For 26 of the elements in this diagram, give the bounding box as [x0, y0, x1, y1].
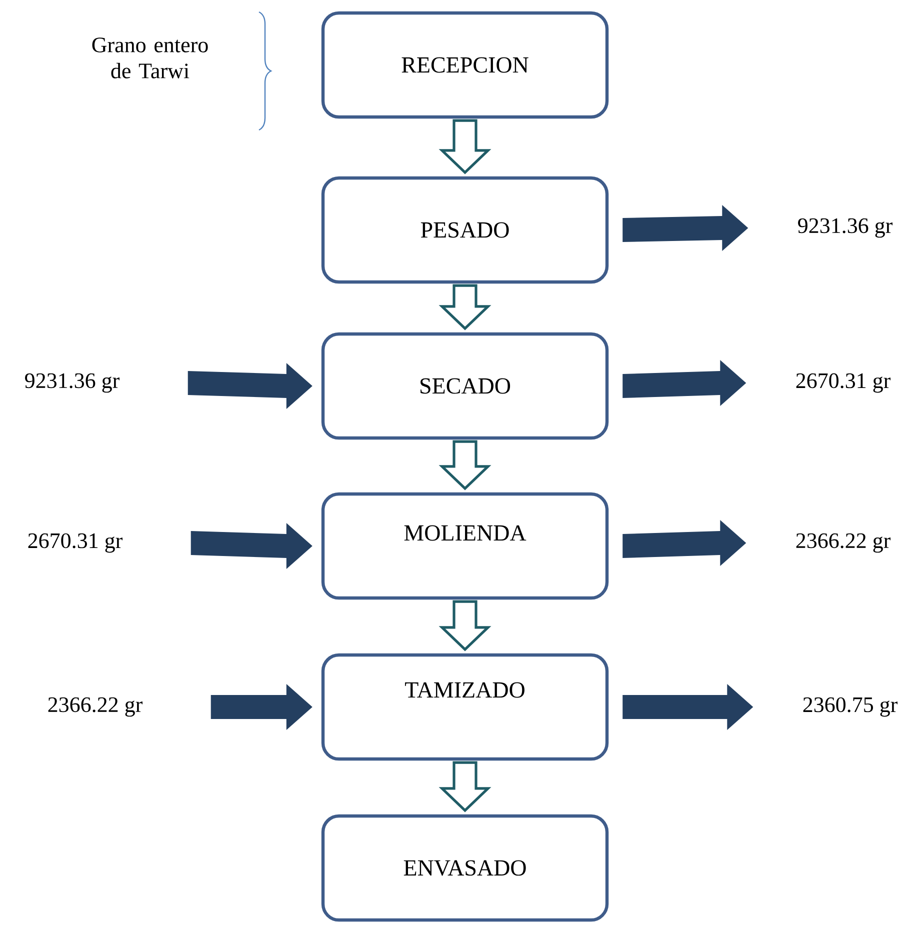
- block-arrow: [438, 600, 492, 652]
- block-arrow: [438, 440, 492, 490]
- note-text: Grano entero de Tarwi: [92, 38, 208, 78]
- process-box: MOLIENDA: [321, 492, 609, 600]
- weight-text: 9231.36 gr: [798, 218, 892, 238]
- block-arrow: [438, 284, 492, 330]
- weight-text: 2670.31 gr: [28, 533, 122, 553]
- process-box: SECADO: [321, 332, 609, 440]
- weight-text: 2360.75 gr: [803, 697, 898, 717]
- block-arrow: [188, 363, 312, 409]
- block-arrow: [210, 684, 312, 730]
- weight-text: 2670.31 gr: [796, 373, 890, 393]
- process-box: ENVASADO: [321, 814, 609, 922]
- block-arrow: [622, 520, 746, 566]
- weight-text: 2366.22 gr: [48, 697, 142, 717]
- block-arrow: [438, 761, 492, 812]
- process-box: TAMIZADO: [321, 653, 609, 761]
- weight-text: 2366.22 gr: [796, 533, 890, 553]
- weight-text: 9231.36 gr: [25, 373, 120, 393]
- block-arrow: [622, 684, 754, 730]
- process-box: RECEPCION: [321, 11, 609, 119]
- block-arrow: [438, 119, 492, 174]
- block-arrow: [622, 205, 748, 251]
- block-arrow: [190, 523, 312, 569]
- process-box: PESADO: [321, 176, 609, 284]
- block-arrow: [622, 360, 746, 406]
